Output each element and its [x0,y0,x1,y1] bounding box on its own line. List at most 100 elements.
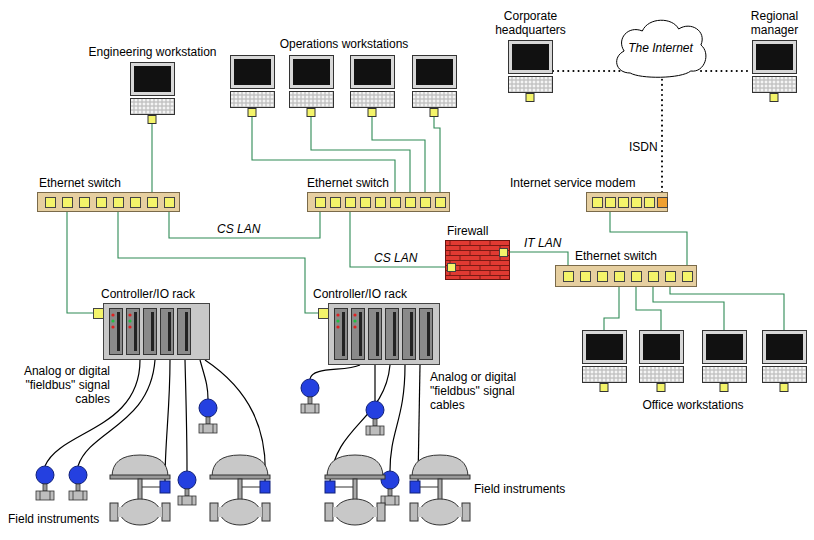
ethernet-switch-drawing-part [165,198,175,208]
controller-rack-drawing-part [110,309,123,355]
heading-label: Controller/IO rack [101,287,195,301]
office-workstations-drawing-part-part [780,384,788,392]
operations-workstations-drawing-part-part [290,56,334,89]
controller-rack-drawing-part [353,313,356,316]
operations-workstations-drawing-part-part [231,92,275,108]
office-workstations: Office workstations [578,330,808,392]
controller-rack-drawing-part [94,309,104,319]
controller-rack-drawing-part [117,312,120,351]
operations-workstations-drawing-part-part [368,109,376,117]
operations-workstations-drawing-part-part [293,59,330,85]
ethernet-switch-drawing-part [361,198,371,208]
network-cable [169,212,320,238]
firewall-drawing-part [500,249,508,257]
wire-segment [636,287,661,330]
cable-note: Analog or digital "fieldbus" signal cabl… [2,364,112,406]
operations-workstations-drawing-part-part [413,56,457,89]
operations-workstations-drawing-part-part [307,109,315,117]
controller-rack-drawing-part [134,312,137,351]
controller-rack-drawing-part [104,304,210,360]
ethernet-switch-drawing-part [615,272,625,282]
heading-label: Controller/IO rack [313,287,407,301]
regional-workstation-drawing [752,40,797,102]
ethernet-switch: Ethernet switch [555,265,697,287]
ethernet-switch-drawing-part [598,272,608,282]
office-workstations-drawing-part-part [643,334,680,360]
controller-rack-drawing-part [329,304,440,365]
office-workstations-drawing-part-part [586,334,623,360]
field-instruments-part [110,455,170,525]
controller-rack-drawing-part [319,309,329,319]
office-workstations-drawing-part [583,331,627,392]
heading-label: Ethernet switch [575,249,657,263]
internet-modem-drawing-part [658,198,668,208]
network-cable [510,252,568,265]
controller-rack-drawing-part [427,312,430,356]
link-label: CS LAN [372,251,419,265]
operations-workstations-drawing-part [290,56,334,117]
internet-modem-drawing-part [619,198,629,208]
engineering-workstation-drawing-part-part [134,66,171,92]
ethernet-switch: Ethernet switch [307,192,450,212]
corporate-workstation: Corporate headquarters [508,40,553,102]
ethernet-switch: Ethernet switch [37,192,180,212]
field-instruments-part [366,401,384,435]
office-workstations-drawing-part-part [766,334,803,360]
operations-workstations-drawing-part-part [354,59,391,85]
field-instruments-part [325,455,385,525]
operations-workstations-drawing-part-part [351,56,395,89]
ethernet-switch-drawing [555,265,697,287]
heading-label: Office workstations [642,398,743,412]
heading-label: Corporate headquarters [489,9,573,37]
engineering-workstation-drawing-part [131,63,175,124]
office-workstations-drawing-part [763,331,807,392]
controller-rack-drawing-part [335,309,348,360]
controller-rack-drawing-part [178,309,191,355]
heading-label: Operations workstations [280,37,409,51]
wire-segment [661,78,663,192]
regional-workstation-drawing-part [753,41,797,102]
regional-workstation-drawing-part-part [756,44,793,70]
operations-workstations-drawing-part [413,56,457,117]
wire-segment [252,117,395,192]
ethernet-switch-drawing-part [38,193,180,212]
field-instruments-part [210,455,270,525]
operations-workstations-drawing [230,55,458,117]
office-workstations-drawing-part-part [583,367,627,383]
controller-rack-drawing [93,303,210,360]
operations-workstations-drawing-part-part [413,92,457,108]
office-workstations-drawing-part-part [657,384,665,392]
office-workstations-drawing-part-part [763,367,807,383]
controller-rack-drawing-part [336,313,339,316]
ethernet-switch-drawing-part [63,198,73,208]
link-label: CS LAN [215,222,262,236]
wire-segment [151,124,152,192]
heading-label: Ethernet switch [39,176,121,190]
internet-modem-drawing-part [606,198,616,208]
operations-workstations-drawing-part-part [234,59,271,85]
controller-rack-drawing-part [386,309,399,360]
ethernet-switch-drawing-part [666,272,676,282]
heading-label: Engineering workstation [88,45,216,59]
office-workstations-drawing-part [640,331,684,392]
ethernet-switch-drawing-part [80,198,90,208]
ethernet-switch-drawing-part [346,198,356,208]
corporate-workstation-drawing-part-part [509,77,553,93]
ethernet-switch-drawing-part [316,198,326,208]
ethernet-switch-drawing-part [148,198,158,208]
office-workstations-drawing-part-part [720,384,728,392]
internet-link [662,78,663,192]
signal-cables-part [200,360,208,399]
internet-modem: Internet service modem [586,192,668,212]
internet-link [553,71,622,72]
controller-rack-drawing-part [353,325,356,328]
wire-segment [510,252,568,265]
office-workstations-drawing-part-part [583,331,627,364]
regional-workstation-drawing-part-part [753,77,797,93]
controller-rack-drawing-part [127,309,140,355]
signal-cables-part [165,360,170,481]
ethernet-switch-drawing [37,192,180,212]
ethernet-switch-drawing-part [556,266,697,287]
ethernet-switch-drawing-part [376,198,386,208]
